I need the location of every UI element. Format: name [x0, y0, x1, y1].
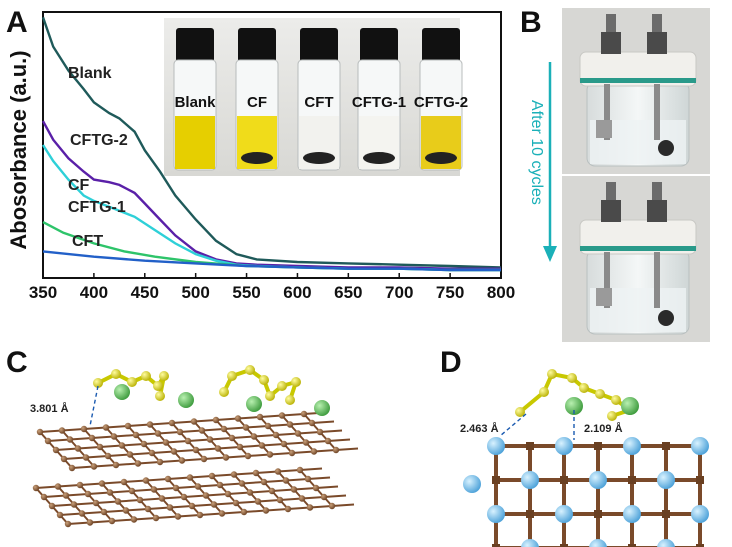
panel-letter-b: B [520, 6, 542, 39]
x-tick-label: 650 [334, 283, 362, 302]
graphene-sheets [32, 410, 359, 528]
li-atom [114, 384, 130, 400]
vial-cft: CFT [297, 28, 341, 171]
panel-c: C 3.801 Å [6, 346, 359, 528]
x-tick-label: 450 [131, 283, 159, 302]
li-atom [314, 400, 330, 416]
vial-label: CFTG-1 [352, 94, 406, 111]
series-label-cf: CF [68, 177, 90, 194]
x-axis: 350 400 450 500 550 600 650 700 750 800 [29, 273, 515, 302]
vial-cf: CF [235, 28, 279, 171]
cycle-arrow-label: After 10 cycles [528, 100, 545, 205]
li-atom [178, 392, 194, 408]
panel-b: B [520, 6, 710, 342]
series-line-blank [41, 16, 502, 269]
x-tick-label: 500 [181, 283, 209, 302]
x-tick-label: 350 [29, 283, 57, 302]
distance-label-d1: 2.463 Å [460, 422, 499, 435]
x-tick-label: 700 [385, 283, 413, 302]
distance-line-c [89, 385, 99, 427]
x-tick-label: 600 [283, 283, 311, 302]
panel-d: D 2.463 Å 2.109 Å [440, 346, 709, 547]
y-axis-label: Abosorbance (a.u.) [6, 50, 31, 249]
x-tick-label: 750 [436, 283, 464, 302]
tin-like-lattice [463, 437, 709, 547]
vial-label: Blank [175, 94, 217, 111]
vial-photo-inset: Blank CF CFT CFTG-1 CFTG-2 [164, 18, 468, 176]
x-tick-label: 800 [487, 283, 515, 302]
series-line-cft [42, 250, 501, 272]
series-line-cftg-2 [41, 120, 501, 270]
cycle-arrow [543, 62, 557, 262]
distance-label-c: 3.801 Å [30, 402, 69, 415]
vial-cftg-1: CFTG-1 [352, 28, 406, 171]
series-line-cftg-1 [42, 221, 501, 272]
x-tick-label: 550 [232, 283, 260, 302]
series-label-cftg-1: CFTG-1 [68, 199, 126, 216]
li-atom [246, 396, 262, 412]
vial-label: CFTG-2 [414, 94, 468, 111]
x-tick-label: 400 [80, 283, 108, 302]
vial-label: CF [247, 94, 267, 111]
cell-photo-before [562, 8, 710, 174]
panel-letter-a: A [6, 6, 28, 39]
vial-cftg-2: CFTG-2 [414, 28, 468, 171]
series-label-cftg-2: CFTG-2 [70, 132, 128, 149]
cell-photo-after [562, 176, 710, 342]
distance-line-d1 [499, 413, 527, 437]
series-label-cft: CFT [72, 233, 103, 250]
vial-label: CFT [304, 94, 333, 111]
li-atom [621, 397, 639, 415]
panel-letter-d: D [440, 346, 462, 379]
li-atom [565, 397, 583, 415]
vial-blank: Blank [173, 28, 217, 171]
panel-a: A Abosorbance (a.u.) 350 400 450 500 550 600 6… [6, 6, 515, 302]
distance-label-d2: 2.109 Å [584, 422, 623, 435]
plot-area [41, 16, 502, 272]
series-label-blank: Blank [68, 65, 112, 82]
panel-letter-c: C [6, 346, 28, 379]
